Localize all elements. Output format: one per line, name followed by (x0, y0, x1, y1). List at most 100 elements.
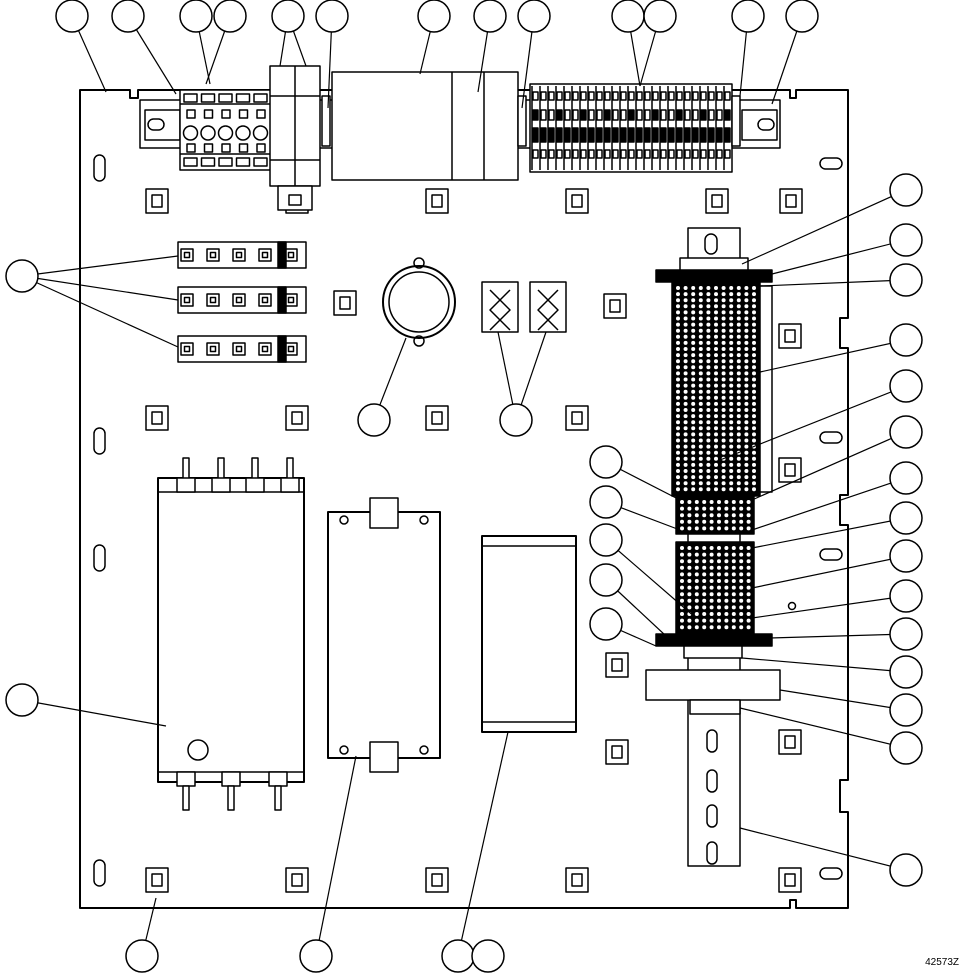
callout-balloon (442, 940, 474, 972)
mounting-stud (286, 406, 308, 430)
leader-line (760, 340, 906, 372)
end-plate-bottom (656, 634, 772, 646)
callout-balloon (890, 694, 922, 726)
callout-balloon (316, 0, 348, 32)
callout-balloon (890, 580, 922, 612)
callout-balloon (590, 524, 622, 556)
leader-line (752, 432, 906, 500)
leader-line (316, 756, 356, 956)
callout-balloon (890, 264, 922, 296)
leader-line (740, 828, 906, 870)
callout-balloon (214, 0, 246, 32)
callout-balloon (6, 684, 38, 716)
callout-balloon (472, 940, 504, 972)
mounting-stud (606, 740, 628, 764)
callout-balloon (890, 618, 922, 650)
leader-line (740, 708, 906, 748)
mounting-stud (146, 189, 168, 213)
terminal-stack-lower (676, 542, 754, 634)
transformer (482, 536, 576, 732)
rail-end-stop-left (322, 96, 330, 146)
mounting-stud (566, 189, 588, 213)
leader-line (458, 732, 508, 956)
callout-balloon (890, 854, 922, 886)
terminal-stack-upper (672, 282, 772, 496)
callout-balloon (590, 608, 622, 640)
mounting-stud (426, 868, 448, 892)
callout-balloon (590, 486, 622, 518)
mounting-stud (426, 406, 448, 430)
callout-balloon (56, 0, 88, 32)
callout-balloon (732, 0, 764, 32)
relay-module (270, 66, 320, 210)
callout-balloon (300, 940, 332, 972)
mounting-stud (779, 458, 801, 482)
mounting-stud (334, 291, 356, 315)
mounting-stud (606, 653, 628, 677)
rail-end-stop-center (518, 96, 526, 146)
callout-balloon (6, 260, 38, 292)
callout-balloon (126, 940, 158, 972)
terminal-strip-top (530, 84, 732, 172)
leader-line (742, 658, 906, 672)
callout-balloon (890, 656, 922, 688)
mounting-stud (604, 294, 626, 318)
callout-balloon (590, 564, 622, 596)
small-relays (482, 282, 566, 332)
mounting-stud (566, 406, 588, 430)
callout-balloon (112, 0, 144, 32)
leader-line (760, 280, 906, 286)
terminal-strip-small (178, 242, 306, 268)
end-stop-clamp (690, 700, 740, 714)
mounting-stud (779, 868, 801, 892)
leader-line (780, 690, 906, 710)
callout-balloons (6, 0, 922, 972)
callout-balloon (890, 502, 922, 534)
callout-balloon (890, 462, 922, 494)
power-supply (332, 72, 518, 180)
leader-line (752, 556, 906, 588)
terminal-stack-middle (676, 496, 754, 534)
leader-line (752, 518, 906, 548)
mounting-stud (779, 324, 801, 348)
callout-balloon (644, 0, 676, 32)
callout-balloon (890, 732, 922, 764)
callout-balloon (474, 0, 506, 32)
leader-line (772, 240, 906, 274)
callout-balloon (786, 0, 818, 32)
rail-end-stop-right (732, 96, 740, 146)
callout-balloon (890, 370, 922, 402)
callout-balloon (890, 540, 922, 572)
end-stop-bottom (684, 646, 742, 658)
mounting-stud (146, 868, 168, 892)
callout-balloon (890, 224, 922, 256)
callout-balloon (890, 324, 922, 356)
leader-line (22, 256, 178, 276)
leader-line (770, 634, 906, 638)
leader-line (752, 596, 906, 618)
panel-slots (94, 155, 842, 886)
callout-balloon (612, 0, 644, 32)
emi-filter (328, 498, 440, 772)
terminal-strip-small (178, 336, 306, 362)
leader-line (606, 540, 696, 618)
callout-balloon (518, 0, 550, 32)
callout-balloon (418, 0, 450, 32)
callout-balloon (590, 446, 622, 478)
leader-line (752, 478, 906, 530)
callout-balloon (272, 0, 304, 32)
leader-line (720, 386, 906, 460)
leader-line (22, 700, 166, 726)
terminal-strips-small (178, 242, 306, 362)
end-stop-top (680, 258, 748, 270)
mounting-stud (566, 868, 588, 892)
leader-line (742, 190, 906, 264)
mounting-stud (780, 189, 802, 213)
round-capacitor (383, 258, 455, 346)
terminal-block-group-left (180, 90, 272, 170)
line-filter (158, 458, 304, 810)
figure-number: 42573Z (925, 957, 959, 968)
mounting-stud (706, 189, 728, 213)
mounting-stud (146, 406, 168, 430)
